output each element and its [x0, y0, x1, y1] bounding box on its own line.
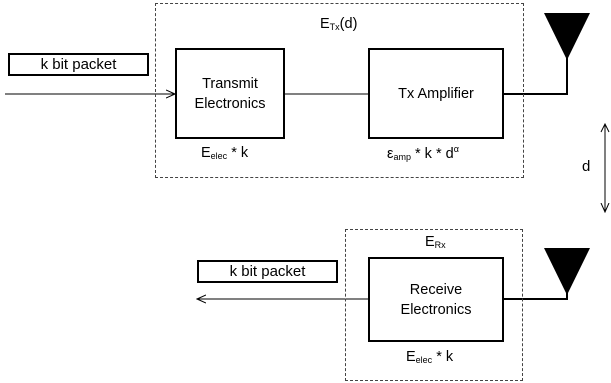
distance-label: d	[582, 158, 591, 175]
transmit-line-1: Transmit	[202, 75, 258, 92]
rx-enclosure	[345, 229, 523, 381]
receive-line-2: Electronics	[400, 301, 472, 318]
tx-elec-energy-eq: Eelec * k	[201, 145, 249, 161]
receive-line-1: Receive	[409, 281, 463, 298]
tx-amp-energy-eq: εamp * k * dα	[387, 144, 459, 162]
rx-packet-label: k bit packet	[197, 260, 338, 283]
tx-antenna-icon	[544, 13, 590, 60]
rx-elec-energy-eq: Eelec * k	[406, 349, 454, 365]
tx-packet-label: k bit packet	[8, 53, 149, 76]
transmit-line-2: Electronics	[194, 95, 266, 112]
tx-enclosure	[155, 3, 524, 178]
rx-antenna-icon	[544, 248, 590, 295]
tx-amplifier-block: Tx Amplifier	[368, 48, 504, 139]
tx-energy-title: ETx(d)	[320, 16, 358, 32]
tx-amplifier-label: Tx Amplifier	[398, 85, 474, 102]
transmit-electronics-block: Transmit Electronics	[175, 48, 285, 139]
rx-energy-title: ERx	[425, 234, 446, 250]
rx-antenna-to-receive-line	[504, 280, 568, 300]
receive-electronics-block: Receive Electronics	[368, 257, 504, 342]
